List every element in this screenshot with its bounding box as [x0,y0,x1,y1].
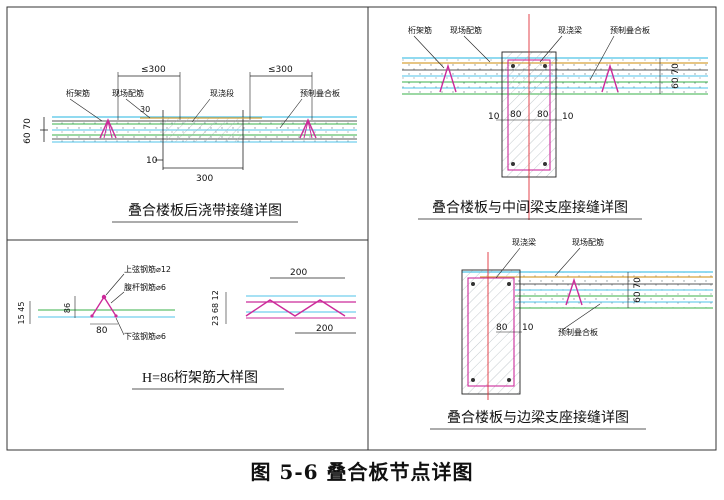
middle-truss-left [439,63,457,93]
edge-dim-80: 80 [496,323,508,333]
precast-slab-label: 预制叠合板 [300,88,340,98]
extra-bar-label: 现场配筋 [112,88,144,98]
middle-beam-title: 叠合楼板与中间梁支座接缝详图 [432,199,628,216]
edge-cast-beam-label: 现浇梁 [512,237,536,247]
dim-10-label: 10 [146,156,158,166]
truss-cross-section [38,294,175,318]
panel-middle-beam: 桁架筋 现场配筋 现浇梁 预制叠合板 60 70 10 80 80 10 叠合楼… [402,14,708,220]
truss-bar-left [99,118,117,139]
web-bar-label: 腹杆钢筋⌀6 [124,282,166,292]
pitch-200-bottom-label: 200 [316,324,333,334]
middle-dim-10-right: 10 [562,112,574,122]
middle-precast-label: 预制叠合板 [610,25,650,35]
height-86-label: 86 [63,303,72,313]
cast-in-place-zone [163,117,243,142]
truss-detail-title: H=86桁架筋大样图 [142,369,258,386]
truss-bar-label: 桁架筋 [66,88,90,98]
bottom-chord-label: 下弦钢筋⌀6 [124,331,166,341]
top-chord-label: 上弦钢筋⌀12 [124,264,171,274]
cast-segment-label: 现浇段 [210,88,234,98]
angle-label: 30 [140,105,150,114]
max-300-left-label: ≤300 [141,65,166,75]
edge-beam-title: 叠合楼板与边梁支座接缝详图 [447,409,629,426]
middle-dim-10-left: 10 [488,112,500,122]
middle-thickness-label: 60 70 [671,63,681,89]
figure-caption: 图 5-6 叠合板节点详图 [250,460,474,484]
edge-precast-label: 预制叠合板 [558,327,598,337]
panel-truss-detail: 86 15 45 80 上弦钢筋⌀12 腹杆钢筋⌀6 下弦钢筋⌀6 200 20… [17,264,356,390]
edge-beam-slab [462,271,713,309]
post-pour-slab [52,110,357,170]
edge-thickness-label: 60 70 [633,277,643,303]
panel-edge-beam: 现浇梁 现场配筋 预制叠合板 60 70 80 10 叠合楼板与边梁支座接缝详图 [430,237,713,430]
middle-truss-label: 桁架筋 [408,25,432,35]
width-80-label: 80 [96,326,108,336]
dim-300-label: 300 [196,174,213,184]
pitch-200-top-label: 200 [290,268,307,278]
thickness-label: 60 70 [23,118,33,144]
right-dims-label: 23 68 12 [211,290,220,326]
left-dims-label: 15 45 [17,302,26,325]
middle-dim-80-right: 80 [537,110,549,120]
truss-elevation [245,295,356,319]
edge-truss [565,277,583,306]
middle-truss-right [601,63,619,93]
edge-extra-bar-label: 现场配筋 [572,237,604,247]
truss-bar-right [299,118,317,139]
max-300-right-label: ≤300 [268,65,293,75]
post-pour-title: 叠合楼板后浇带接缝详图 [128,202,282,219]
panel-post-pour: 60 70 ≤300 ≤300 桁架筋 现场配筋 现浇段 预制叠合板 30 10… [23,65,357,223]
middle-dim-80-left: 80 [510,110,522,120]
middle-cast-beam-label: 现浇梁 [558,25,582,35]
middle-extra-bar-label: 现场配筋 [450,25,482,35]
outer-frame [6,6,717,451]
edge-dim-10: 10 [522,323,534,333]
